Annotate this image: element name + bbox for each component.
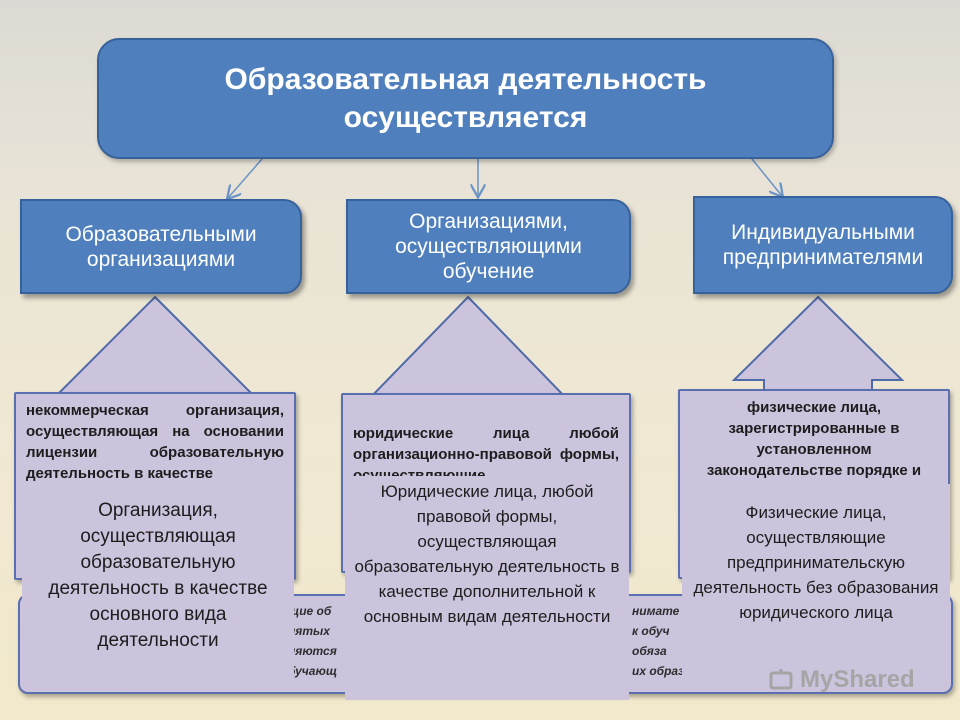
watermark: MyShared	[768, 666, 915, 694]
header-label: Индивидуальными предпринимателями	[722, 221, 924, 269]
bottom-fragment: их образ	[632, 664, 685, 678]
bottom-fragment: обяза	[632, 644, 667, 658]
bottom-fragment: к обуч	[632, 624, 670, 638]
main-title: Образовательная деятельность осуществляе…	[224, 62, 707, 134]
bottom-fragment: нятых	[288, 624, 330, 638]
connector-right	[751, 158, 782, 196]
bottom-fragment: нимате	[632, 604, 680, 618]
bottom-fragment: няются	[288, 644, 337, 658]
watermark-text: MyShared	[800, 666, 915, 693]
main-title-box: Образовательная деятельность осуществляе…	[97, 38, 834, 159]
bottom-fragment: бучающ	[288, 664, 338, 678]
description-text: юридические лица любой организационно-пр…	[353, 425, 619, 484]
header-label: Образовательными организациями	[65, 222, 257, 271]
overlay-panel-right: Физические лица, осуществляющие предприн…	[682, 484, 950, 688]
overlay-text: Юридические лица, любой правовой формы, …	[354, 482, 620, 626]
description-text: физические лица, зарегистрированные в ус…	[706, 399, 922, 479]
bottom-fragment: щие об	[288, 604, 332, 618]
overlay-panel-middle: Юридические лица, любой правовой формы, …	[345, 476, 629, 700]
header-educational-organizations: Образовательными организациями	[20, 199, 302, 294]
connector-left	[228, 158, 263, 198]
overlay-text: Физические лица, осуществляющие предприн…	[693, 503, 939, 622]
overlay-panel-left: Организация, осуществляющая образователь…	[22, 488, 294, 688]
description-text: некоммерческая организация, осуществляющ…	[26, 402, 284, 482]
overlay-text: Организация, осуществляющая образователь…	[48, 500, 268, 651]
header-label: Организациями, осуществляющими обучение	[395, 210, 582, 283]
header-individual-entrepreneurs: Индивидуальными предпринимателями	[693, 196, 953, 294]
watermark-logo-icon	[769, 669, 793, 690]
header-training-organizations: Организациями, осуществляющими обучение	[346, 199, 631, 294]
